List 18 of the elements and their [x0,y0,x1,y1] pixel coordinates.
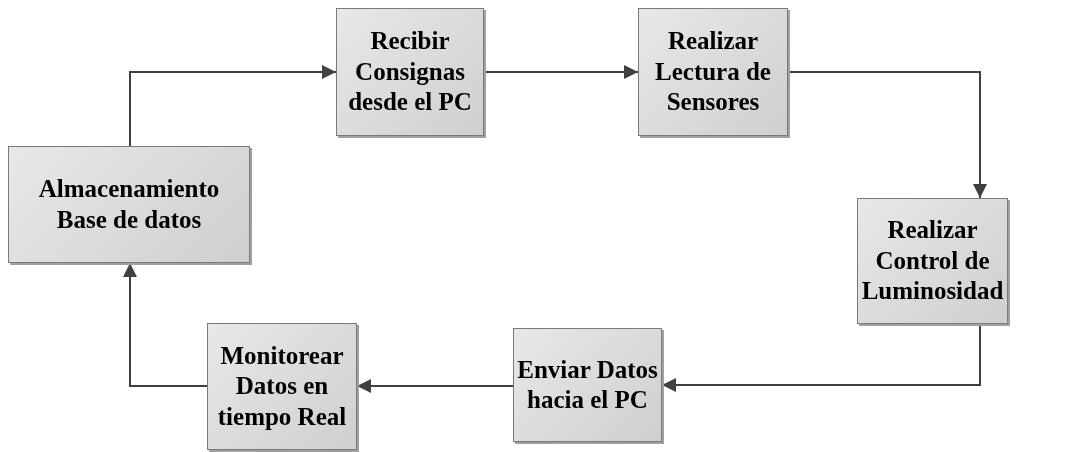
process-box [513,328,662,442]
process-box [638,8,788,136]
process-box [857,198,1008,324]
process-box [336,8,484,136]
box-label: Almacenamiento Base de datos [37,174,221,235]
process-box [8,146,250,263]
box-label: Realizar Lectura de Sensores [654,26,772,118]
box-label: Realizar Control de Luminosidad [860,215,1005,307]
box-label: Recibir Consignas desde el PC [347,26,473,118]
arrow [483,65,639,79]
arrow [787,71,987,199]
arrow [129,65,337,147]
arrow [123,262,208,387]
process-box [207,323,357,450]
box-label: Enviar Datos hacia el PC [516,354,659,415]
arrow [356,379,514,393]
arrow [661,323,981,392]
box-label: Monitorear Datos en tiempo Real [216,340,348,432]
